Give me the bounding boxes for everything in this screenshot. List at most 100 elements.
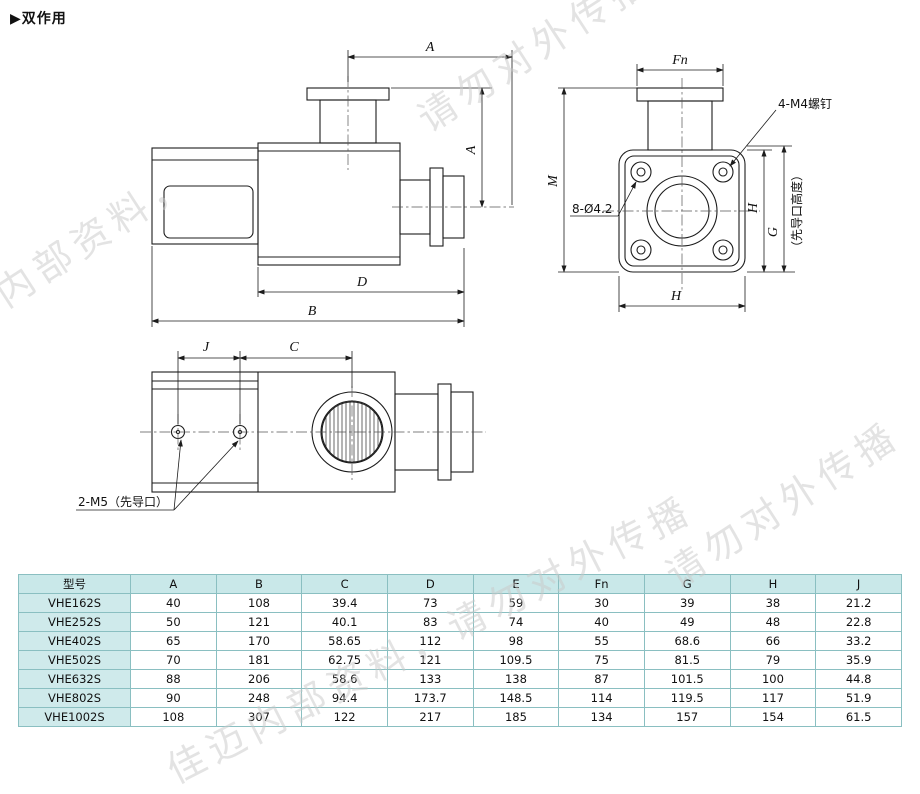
- value-cell: 33.2: [815, 631, 902, 651]
- dim-label-a-right: A: [464, 145, 479, 155]
- value-cell: 70: [130, 650, 217, 670]
- value-cell: 206: [215, 669, 303, 689]
- hole-annotation: 8-Ø4.2: [572, 202, 613, 216]
- value-cell: 248: [215, 688, 303, 708]
- value-cell: 170: [215, 631, 303, 651]
- value-cell: 49: [643, 612, 731, 632]
- model-cell: VHE802S: [18, 688, 131, 708]
- table-header-cell: C: [301, 574, 388, 594]
- value-cell: 109.5: [472, 650, 560, 670]
- table-header-cell: Fn: [558, 574, 645, 594]
- value-cell: 51.9: [815, 688, 902, 708]
- value-cell: 68.6: [643, 631, 731, 651]
- value-cell: 112: [386, 631, 474, 651]
- value-cell: 185: [472, 707, 560, 727]
- side-view: A A D B: [151, 40, 514, 327]
- value-cell: 81.5: [643, 650, 731, 670]
- dim-label-fn: Fn: [671, 53, 688, 68]
- value-cell: 138: [472, 669, 560, 689]
- value-cell: 39.4: [301, 593, 388, 613]
- model-cell: VHE632S: [18, 669, 131, 689]
- value-cell: 66: [729, 631, 817, 651]
- value-cell: 94.4: [301, 688, 388, 708]
- value-cell: 40: [130, 593, 217, 613]
- value-cell: 35.9: [815, 650, 902, 670]
- value-cell: 39: [643, 593, 731, 613]
- front-view: Fn M H G （先导口高度）: [546, 53, 832, 312]
- value-cell: 50: [130, 612, 217, 632]
- model-cell: VHE252S: [18, 612, 131, 632]
- value-cell: 90: [130, 688, 217, 708]
- table-header-cell: E: [472, 574, 560, 594]
- value-cell: 21.2: [815, 593, 902, 613]
- model-cell: VHE162S: [18, 593, 131, 613]
- value-cell: 48: [729, 612, 817, 632]
- value-cell: 154: [729, 707, 817, 727]
- model-cell: VHE502S: [18, 650, 131, 670]
- value-cell: 117: [729, 688, 817, 708]
- value-cell: 73: [386, 593, 474, 613]
- value-cell: 22.8: [815, 612, 902, 632]
- dim-label-b: B: [308, 304, 317, 319]
- table-header-cell: 型号: [18, 574, 131, 594]
- title-text: 双作用: [21, 11, 67, 27]
- table-header-cell: D: [386, 574, 474, 594]
- value-cell: 30: [558, 593, 645, 613]
- value-cell: 157: [643, 707, 731, 727]
- technical-drawing: A A D B: [76, 40, 832, 511]
- value-cell: 307: [215, 707, 303, 727]
- dim-label-j: J: [203, 340, 210, 355]
- title-marker-icon: ▶: [10, 11, 22, 27]
- value-cell: 108: [215, 593, 303, 613]
- value-cell: 114: [558, 688, 645, 708]
- model-cell: VHE1002S: [18, 707, 131, 727]
- dim-label-d: D: [356, 275, 367, 290]
- bottom-view: J C 2-M5（先导口）: [76, 340, 486, 511]
- value-cell: 75: [558, 650, 645, 670]
- value-cell: 173.7: [386, 688, 474, 708]
- value-cell: 38: [729, 593, 817, 613]
- value-cell: 59: [472, 593, 560, 613]
- value-cell: 83: [386, 612, 474, 632]
- model-cell: VHE402S: [18, 631, 131, 651]
- value-cell: 133: [386, 669, 474, 689]
- value-cell: 40: [558, 612, 645, 632]
- table-header-cell: G: [643, 574, 731, 594]
- value-cell: 55: [558, 631, 645, 651]
- value-cell: 88: [130, 669, 217, 689]
- dim-label-c: C: [289, 340, 299, 355]
- value-cell: 65: [130, 631, 217, 651]
- value-cell: 44.8: [815, 669, 902, 689]
- value-cell: 87: [558, 669, 645, 689]
- screw-annotation: 4-M4螺钉: [778, 97, 832, 111]
- value-cell: 121: [215, 612, 303, 632]
- value-cell: 181: [215, 650, 303, 670]
- value-cell: 40.1: [301, 612, 388, 632]
- table-header-cell: J: [815, 574, 902, 594]
- value-cell: 134: [558, 707, 645, 727]
- dim-label-g: G: [766, 227, 781, 237]
- table-header-cell: A: [130, 574, 217, 594]
- value-cell: 119.5: [643, 688, 731, 708]
- value-cell: 108: [130, 707, 217, 727]
- dim-label-h-bottom: H: [670, 289, 682, 304]
- value-cell: 148.5: [472, 688, 560, 708]
- value-cell: 100: [729, 669, 817, 689]
- value-cell: 61.5: [815, 707, 902, 727]
- pilot-height-note: （先导口高度）: [789, 169, 804, 253]
- value-cell: 217: [386, 707, 474, 727]
- value-cell: 58.6: [301, 669, 388, 689]
- value-cell: 98: [472, 631, 560, 651]
- dim-label-m: M: [546, 174, 561, 188]
- value-cell: 74: [472, 612, 560, 632]
